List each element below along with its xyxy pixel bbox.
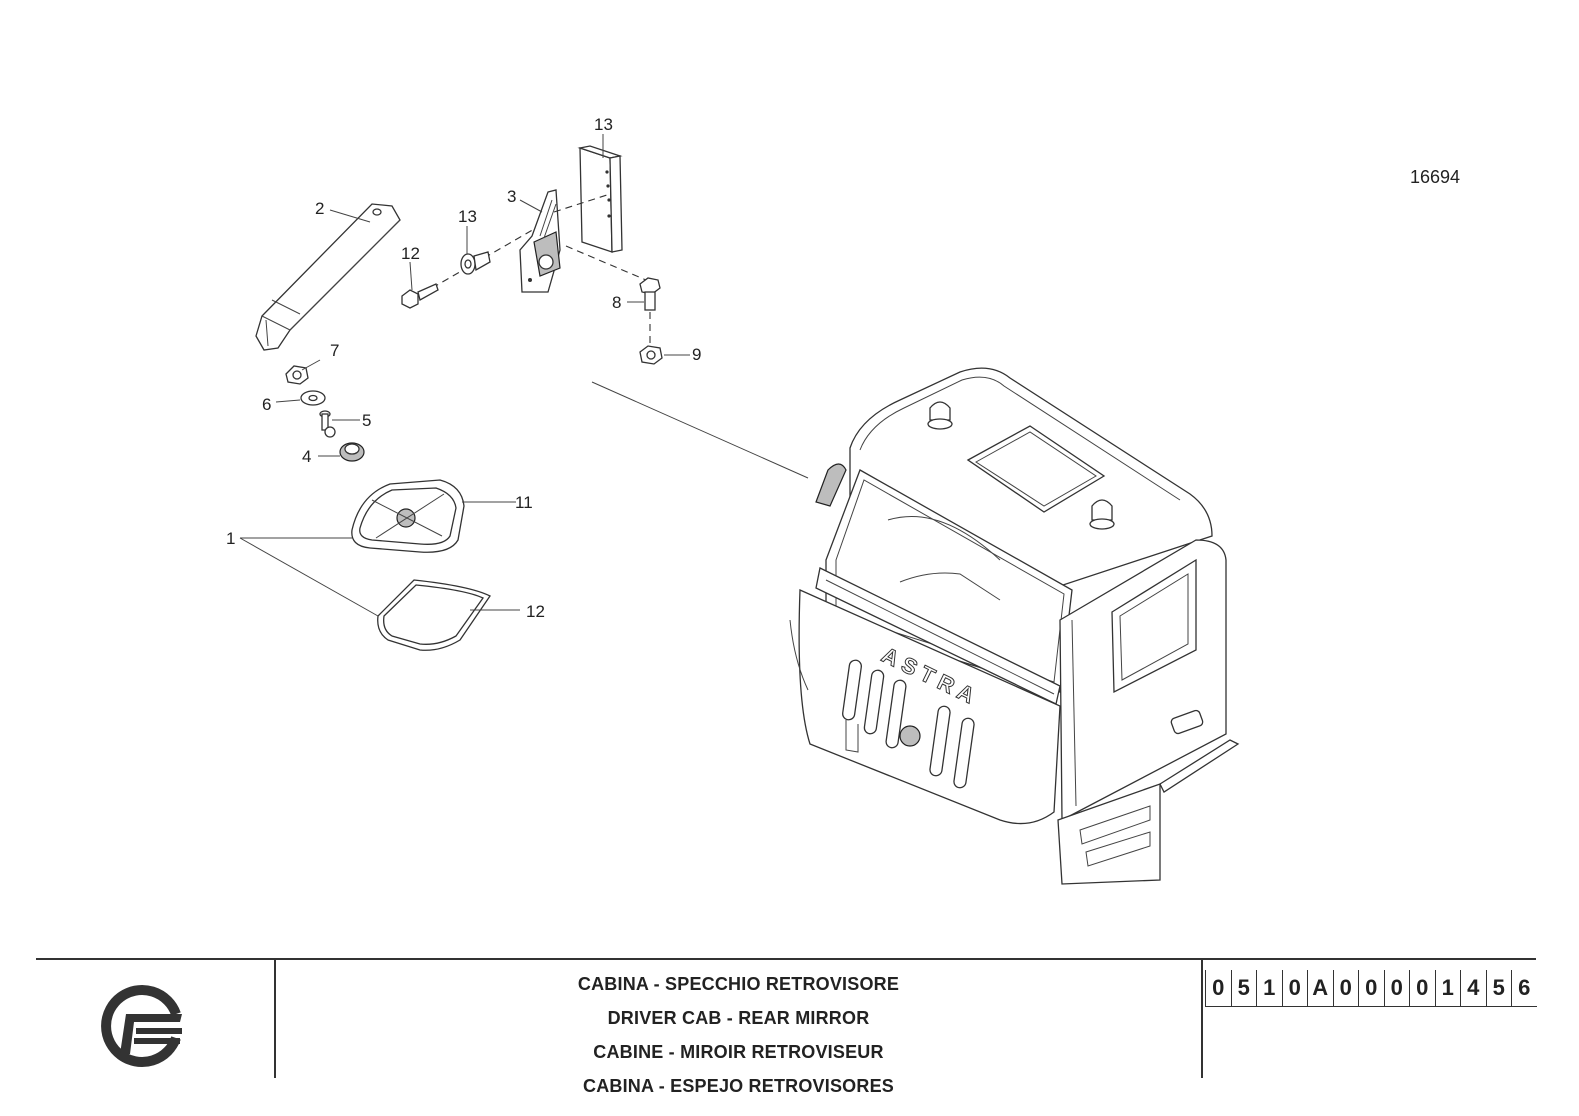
- code-digit: A: [1307, 970, 1333, 1006]
- code-digit: 0: [1205, 970, 1231, 1006]
- callout-3: 3: [507, 187, 516, 206]
- code-digit: 6: [1511, 970, 1537, 1006]
- callout-6: 6: [262, 395, 271, 414]
- leader-lines: [239, 134, 809, 617]
- assembly-line-bracket-bolt8: [565, 245, 647, 281]
- part-12-mirror-glass: [377, 579, 491, 651]
- code-digit: 1: [1434, 970, 1461, 1006]
- callout-13-washer: 13: [458, 207, 477, 226]
- title-line-french: CABINE - MIROIR RETROVISEUR: [593, 1042, 884, 1062]
- exploded-parts-diagram: 16694: [226, 115, 1460, 885]
- code-digit: 0: [1332, 970, 1359, 1006]
- part-13-plate: [577, 145, 623, 253]
- code-digit: 1: [1256, 970, 1282, 1006]
- title-block-divider-right: [1201, 958, 1203, 1078]
- callout-8: 8: [612, 293, 621, 312]
- part-8-bolt: [639, 277, 661, 346]
- code-digit: 0: [1358, 970, 1384, 1006]
- code-digit: 4: [1460, 970, 1486, 1006]
- callout-12-glass: 12: [526, 602, 545, 621]
- figure-number: 16694: [1410, 167, 1460, 187]
- title-line-italian: CABINA - SPECCHIO RETROVISORE: [577, 974, 900, 994]
- code-digit: 5: [1485, 970, 1512, 1006]
- part-13-washer-bolt: [460, 251, 491, 275]
- callout-4: 4: [302, 447, 311, 466]
- title-cell: CABINA - SPECCHIO RETROVISORE DRIVER CAB…: [276, 958, 1201, 1108]
- callout-7: 7: [330, 341, 339, 360]
- title-block: CABINA - SPECCHIO RETROVISORE DRIVER CAB…: [36, 958, 1537, 1116]
- callout-2: 2: [315, 199, 324, 218]
- part-11-mirror-head: [351, 479, 465, 553]
- part-12-bolt: [401, 283, 439, 309]
- part-5-stud: [319, 410, 336, 438]
- callout-numbers: 13 2 3 13 12 8 9 7 6 5 4 11 1 12: [226, 115, 701, 621]
- callout-9: 9: [692, 345, 701, 364]
- callout-13-top: 13: [594, 115, 613, 134]
- code-digit: 0: [1383, 970, 1410, 1006]
- code-digit: 0: [1409, 970, 1435, 1006]
- logo-cell: [36, 958, 274, 1078]
- assembly-line-bracket-plate: [553, 193, 611, 213]
- title-block-divider-left: [274, 958, 276, 1078]
- callout-1: 1: [226, 529, 235, 548]
- part-4-knurled-nut: [339, 442, 365, 462]
- title-block-border: [36, 958, 1536, 960]
- part-7-nut: [285, 365, 309, 385]
- part-6-washer: [300, 390, 326, 406]
- code-digit: 0: [1281, 970, 1308, 1006]
- title-line-english: DRIVER CAB - REAR MIRROR: [607, 1008, 870, 1028]
- part-3-bracket: [519, 189, 561, 293]
- title-line-spanish: CABINA - ESPEJO RETROVISORES: [583, 1076, 894, 1096]
- callout-12-bolt: 12: [401, 244, 420, 263]
- company-logo-icon: [101, 985, 182, 1067]
- callout-11: 11: [515, 493, 533, 512]
- part-9-nut: [639, 345, 663, 365]
- part-2-mirror-arm: [255, 203, 401, 351]
- code-digit: 5: [1230, 970, 1257, 1006]
- truck-cab-illustration: ASTRA: [789, 367, 1240, 885]
- callout-5: 5: [362, 411, 371, 430]
